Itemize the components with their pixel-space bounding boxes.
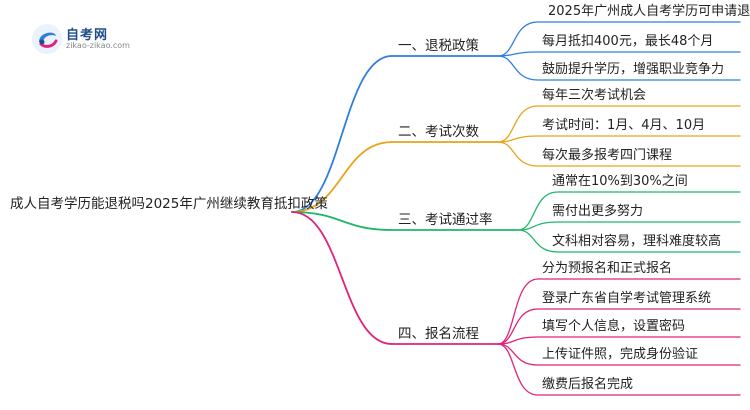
site-logo: 自考网 zikao-zikao.com — [30, 22, 150, 56]
branch-node-4: 四、报名流程 — [398, 326, 479, 342]
branch-link-4 — [291, 211, 393, 345]
leaf-link-2-2 — [497, 135, 741, 143]
leaf-node-1-3: 鼓励提升学历，增强职业竞争力 — [542, 62, 725, 77]
logo-url: zikao-zikao.com — [66, 41, 130, 50]
leaf-link-4-1 — [497, 278, 741, 345]
leaf-link-4-4 — [497, 343, 741, 366]
leaf-link-3-3 — [517, 229, 741, 253]
leaf-link-4-5 — [497, 343, 741, 396]
leaf-link-4-3 — [497, 336, 741, 345]
branch-node-1: 一、退税政策 — [398, 38, 479, 54]
leaf-node-1-2: 每月抵扣400元，最长48个月 — [542, 34, 714, 49]
logo-mark-icon — [32, 24, 62, 54]
leaf-link-1-2 — [497, 51, 741, 57]
leaf-node-4-3: 填写个人信息，设置密码 — [542, 319, 686, 334]
branch-node-3: 三、考试通过率 — [398, 212, 493, 228]
branch-link-2 — [291, 141, 393, 213]
leaf-node-4-4: 上传证件照，完成身份验证 — [542, 347, 699, 362]
leaf-link-1-3 — [497, 55, 741, 81]
leaf-node-4-2: 登录广东省自学考试管理系统 — [542, 291, 712, 306]
leaf-link-3-1 — [517, 191, 741, 231]
leaf-link-3-2 — [517, 221, 741, 231]
leaf-link-2-1 — [497, 105, 741, 143]
leaf-node-3-1: 通常在10%到30%之间 — [552, 174, 688, 189]
leaf-link-4-2 — [497, 308, 741, 345]
branch-link-1 — [291, 55, 393, 213]
leaf-link-2-3 — [497, 141, 741, 167]
leaf-node-1-1: 2025年广州成人自考学历可申请退税 — [548, 4, 750, 19]
leaf-node-2-1: 每年三次考试机会 — [542, 88, 647, 103]
leaf-node-2-2: 考试时间：1月、4月、10月 — [542, 118, 706, 133]
leaf-node-2-3: 每次最多报考四门课程 — [542, 148, 673, 163]
leaf-node-3-2: 需付出更多努力 — [552, 204, 644, 219]
leaf-link-1-1 — [497, 21, 741, 57]
root-node: 成人自考学历能退税吗2025年广州继续教育抵扣政策 — [10, 196, 328, 212]
leaf-node-3-3: 文科相对容易，理科难度较高 — [552, 234, 722, 249]
leaf-node-4-1: 分为预报名和正式报名 — [542, 261, 673, 276]
branch-node-2: 二、考试次数 — [398, 124, 479, 140]
leaf-node-4-5: 缴费后报名完成 — [542, 377, 634, 392]
logo-title: 自考网 — [66, 28, 109, 43]
branch-link-3 — [291, 211, 393, 231]
